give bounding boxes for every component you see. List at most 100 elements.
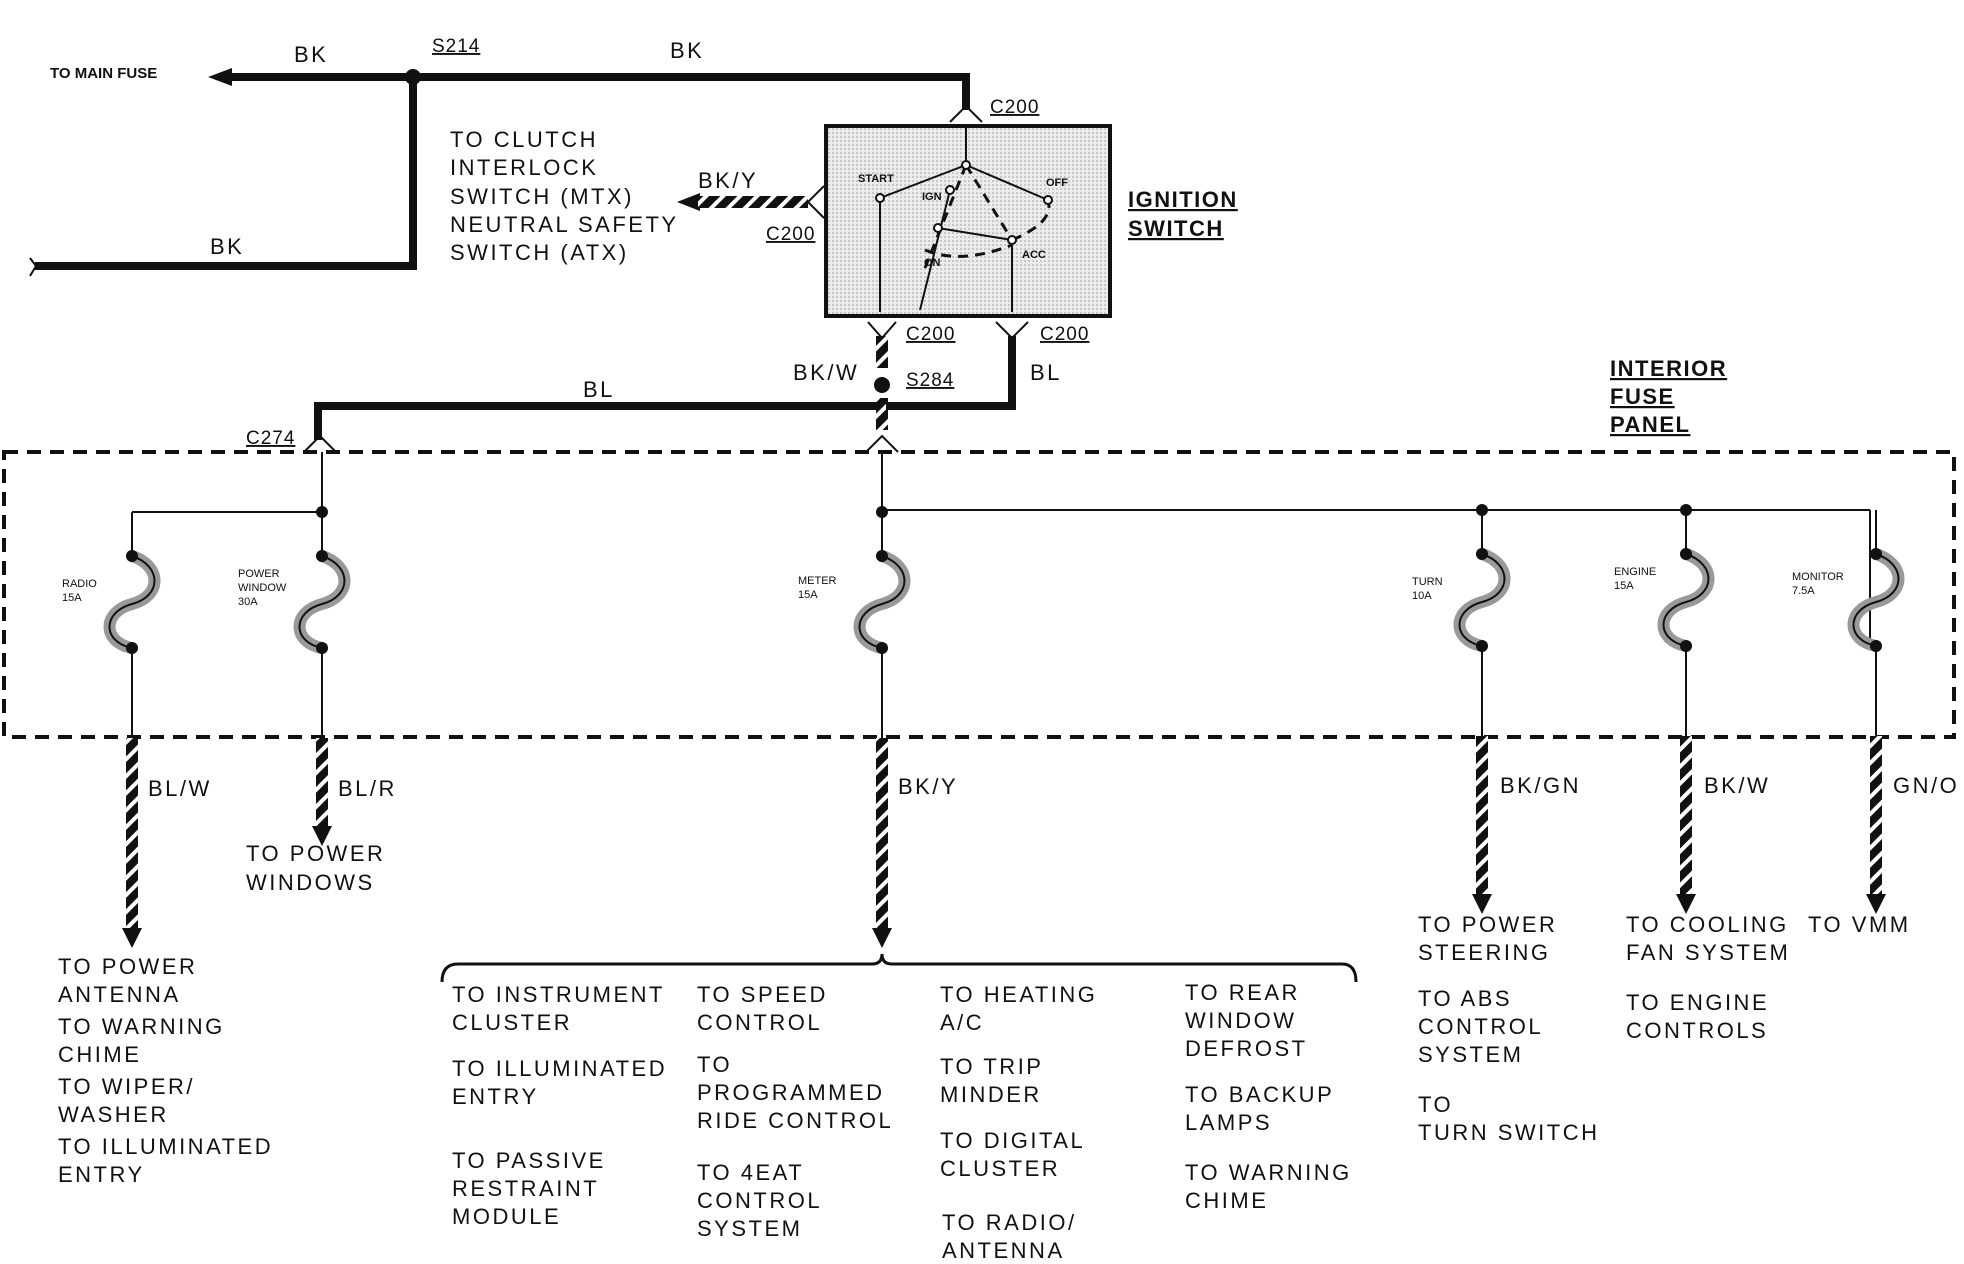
svg-text:TO ILLUMINATED: TO ILLUMINATED [452,1056,667,1081]
fuse-turn-name: TURN [1412,576,1443,588]
wire-bl-right-label: BL [1030,360,1062,385]
bky-wire-meter [876,738,888,930]
clutch-line-1: TO CLUTCH [450,127,598,152]
svg-text:ANTENNA: ANTENNA [58,982,181,1007]
output-wires: BL/W BL/R BK/Y BK/GN BK/W GN/O [122,736,1957,983]
svg-text:TO HEATING: TO HEATING [940,982,1097,1007]
svg-text:ANTENNA: ANTENNA [942,1238,1065,1263]
to-main-fuse-label: TO MAIN FUSE [50,65,157,82]
svg-text:TO DIGITAL: TO DIGITAL [940,1128,1085,1153]
fuse-monitor: MONITOR 7.5A [1792,510,1905,738]
fuse-engine-name: ENGINE [1614,566,1656,578]
clutch-line-2: INTERLOCK [450,155,598,180]
fuse-turn: TURN 10A [1412,510,1511,738]
power-window-destinations: TO POWER WINDOWS [246,841,385,895]
svg-text:TO POWER: TO POWER [246,841,385,866]
fuse-radio-name: RADIO [62,578,97,590]
splice-s284-dot [874,377,890,393]
fuse-meter: METER 15A [798,512,911,740]
wire-bky-top-label: BK/Y [698,168,758,193]
monitor-destinations: TO VMM [1808,912,1911,937]
svg-text:CLUSTER: CLUSTER [940,1156,1060,1181]
fuse-monitor-rating: 7.5A [1792,585,1815,597]
svg-text:TURN SWITCH: TURN SWITCH [1418,1120,1599,1145]
gno-wire [1870,736,1882,896]
wire-blr-label: BL/R [338,776,397,801]
fuse-monitor-name: MONITOR [1792,571,1844,583]
svg-text:TO WARNING: TO WARNING [58,1014,225,1039]
svg-text:CONTROLS: CONTROLS [1626,1018,1768,1043]
acc-label: ACC [1022,249,1046,261]
fuse-meter-rating: 15A [798,589,818,601]
svg-text:TO COOLING: TO COOLING [1626,912,1789,937]
c274-label: C274 [246,428,295,449]
svg-text:MINDER: MINDER [940,1082,1042,1107]
bkgn-wire [1476,736,1488,896]
wire-bl-left-label: BL [583,377,615,402]
svg-text:TO WARNING: TO WARNING [1185,1160,1352,1185]
svg-text:CONTROL: CONTROL [697,1010,822,1035]
clutch-arrow [677,193,700,211]
fuse-power-window-name-1: POWER [238,568,280,580]
bkw-wire-engine [1680,736,1692,896]
interior-fuse-panel: INTERIOR FUSE PANEL RADIO 15A [2,356,1956,740]
meter-destinations-col3: TO HEATING A/C TO TRIP MINDER TO DIGITAL… [940,982,1097,1263]
wire-bkgn-label: BK/GN [1500,773,1581,798]
bkw-wire-segment [876,336,888,368]
svg-text:CONTROL: CONTROL [1418,1014,1543,1039]
wire-bkw-engine-label: BK/W [1704,773,1770,798]
svg-text:PROGRAMMED: PROGRAMMED [697,1080,885,1105]
clutch-line-4: NEUTRAL SAFETY [450,212,679,237]
svg-text:TO REAR: TO REAR [1185,980,1300,1005]
svg-text:TO ABS: TO ABS [1418,986,1512,1011]
blw-wire [126,738,138,930]
svg-text:WASHER: WASHER [58,1102,169,1127]
c200-top-connector [949,104,983,123]
svg-text:ENTRY: ENTRY [452,1084,539,1109]
svg-text:A/C: A/C [940,1010,984,1035]
c200-bottom-left-label: C200 [906,324,955,345]
svg-text:TO: TO [1418,1092,1453,1117]
fuse-panel-border [2,450,1956,739]
svg-text:TO VMM: TO VMM [1808,912,1911,937]
main-fuse-arrow [208,68,232,86]
svg-text:CLUSTER: CLUSTER [452,1010,572,1035]
svg-text:TO: TO [697,1052,732,1077]
clutch-line-3: SWITCH (MTX) [450,184,634,209]
svg-text:TO POWER: TO POWER [1418,912,1557,937]
svg-text:TO BACKUP: TO BACKUP [1185,1082,1334,1107]
middle-wiring: BK/W S284 BL BL C274 [246,321,1062,453]
svg-text:CHIME: CHIME [58,1042,141,1067]
start-label: START [858,173,894,185]
top-wiring: TO MAIN FUSE BK BK BK S214 TO CLUTCH INT… [29,36,983,277]
c274-connector [303,434,337,453]
svg-text:MODULE: MODULE [452,1204,561,1229]
svg-text:WINDOWS: WINDOWS [246,870,375,895]
fuse-turn-rating: 10A [1412,590,1432,602]
splice-s284-label: S284 [906,370,954,391]
svg-text:TO WIPER/: TO WIPER/ [58,1074,195,1099]
svg-text:FAN SYSTEM: FAN SYSTEM [1626,940,1790,965]
svg-text:TO POWER: TO POWER [58,954,197,979]
svg-text:CHIME: CHIME [1185,1188,1268,1213]
ignition-switch-title-2: SWITCH [1128,216,1224,241]
svg-text:TO TRIP: TO TRIP [940,1054,1043,1079]
svg-text:WINDOW: WINDOW [1185,1008,1297,1033]
fuse-radio: RADIO 15A [62,512,161,740]
wire-bkw-mid-label: BK/W [793,360,859,385]
svg-text:STEERING: STEERING [1418,940,1550,965]
blr-wire [316,738,328,828]
c200-top-label: C200 [990,97,1039,118]
fuse-panel-title-1: INTERIOR [1610,356,1727,381]
svg-text:TO PASSIVE: TO PASSIVE [452,1148,606,1173]
fuse-power-window: POWER WINDOW 30A [238,512,351,740]
engine-destinations: TO COOLING FAN SYSTEM TO ENGINE CONTROLS [1626,912,1790,1043]
ignition-switch: START IGN OFF ON ACC C200 C200 C200 C200… [766,97,1236,345]
ignition-switch-box [824,124,1112,318]
radio-destinations: TO POWER ANTENNA TO WARNING CHIME TO WIP… [58,954,271,1187]
wire-blw-label: BL/W [148,776,212,801]
c200-left-label: C200 [766,224,815,245]
svg-text:SYSTEM: SYSTEM [1418,1042,1523,1067]
svg-text:ENTRY: ENTRY [58,1162,145,1187]
